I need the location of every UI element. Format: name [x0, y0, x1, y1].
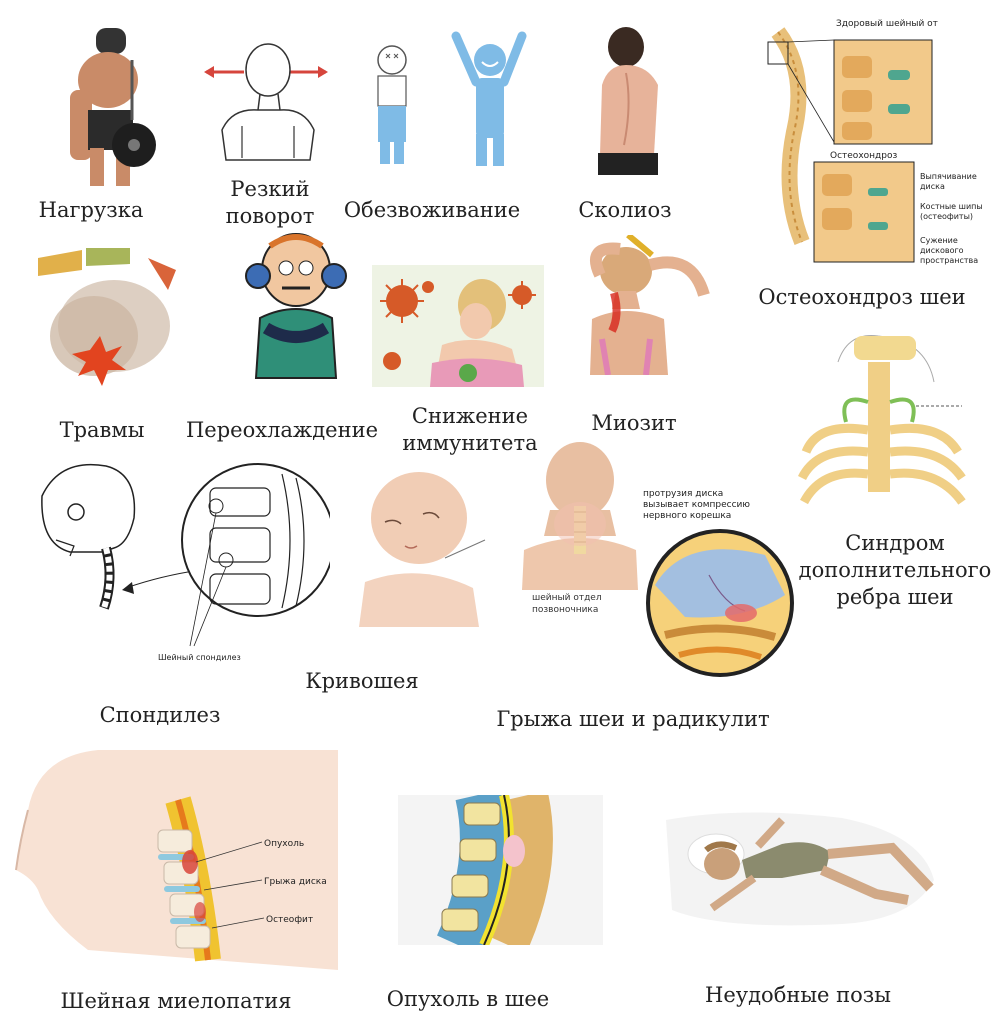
osteo-side-labels: Выпячивание диска Костные шипы (остеофит… [920, 172, 998, 266]
poses-image [662, 800, 937, 930]
caption-spondylosis: Спондилез [99, 703, 221, 727]
label-osteo-title: Остеохондроз [830, 151, 897, 161]
caption-myelopathy: Шейная миелопатия [60, 989, 292, 1013]
myositis-image [580, 235, 712, 375]
label-tumor: Опухоль [264, 839, 304, 849]
caption-osteochondrosis: Остеохондроз шеи [758, 285, 966, 309]
immunity-image [372, 265, 544, 387]
spondylosis-image: Шейный спондилез [30, 448, 330, 680]
label-disc-hernia: Грыжа диска [264, 877, 327, 887]
caption-trauma: Травмы [59, 418, 145, 442]
hernia-neck-image [520, 440, 640, 590]
load-image [48, 20, 158, 190]
label-bulging: Выпячивание диска [920, 172, 977, 191]
hypothermia-image [240, 228, 350, 388]
caption-scoliosis: Сколиоз [578, 198, 672, 222]
sharp-turn-image [202, 30, 332, 170]
label-healthy-spine: Здоровый шейный отдел позвоночника [836, 19, 938, 29]
label-cervical-spine: шейный отдел позвоночника [532, 593, 602, 615]
label-cervical-spondylosis: Шейный спондилез [158, 653, 241, 662]
caption-tumor: Опухоль в шее [386, 987, 550, 1011]
tumor-image [398, 795, 603, 945]
caption-myositis: Миозит [591, 411, 677, 435]
label-osteophyte: Остеофит [266, 915, 313, 925]
caption-load: Нагрузка [38, 198, 144, 222]
myelopathy-image: Опухоль Грыжа диска Остеофит [8, 750, 338, 970]
torticollis-image [345, 462, 495, 627]
caption-immunity: Снижение иммунитета [402, 404, 538, 455]
caption-extra-rib: Синдром дополнительного ребра шеи [798, 531, 992, 609]
trauma-image [30, 240, 180, 390]
caption-poses: Неудобные позы [705, 983, 891, 1007]
caption-dehydration: Обезвоживание [343, 198, 521, 222]
caption-sharp-turn: Резкий поворот [225, 177, 315, 228]
caption-hypothermia: Переохлаждение [185, 418, 379, 442]
osteochondrosis-image: Здоровый шейный отдел позвоночника Остео… [738, 12, 938, 267]
scoliosis-image [578, 25, 678, 185]
label-bone-spurs: Костные шипы (остеофиты) [920, 202, 983, 221]
label-protrusion: протрузия диска вызывает компрессию нерв… [643, 489, 750, 521]
caption-hernia: Грыжа шеи и радикулит [496, 707, 770, 731]
extra-rib-image [798, 322, 968, 512]
protrusion-image [645, 525, 795, 680]
label-narrowing: Сужение дискового пространства [920, 236, 979, 265]
dehydration-image [352, 30, 532, 170]
caption-torticollis: Кривошея [305, 669, 419, 693]
